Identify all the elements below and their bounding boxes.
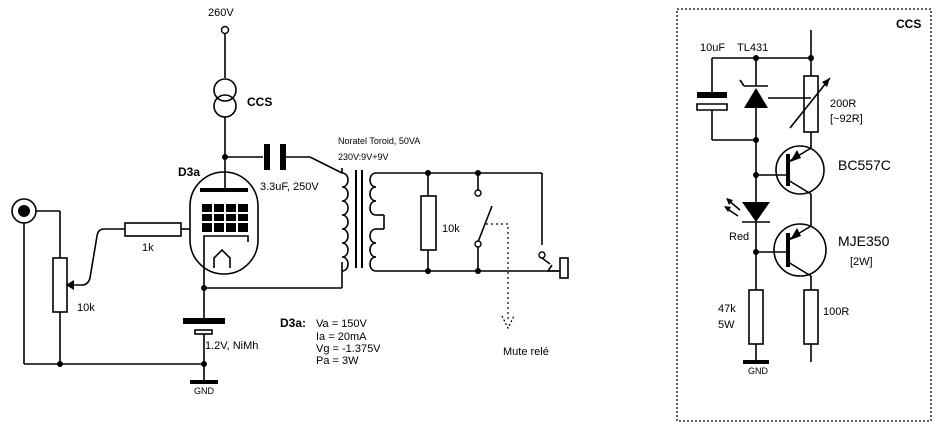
sense-resistor-label: 100R xyxy=(823,306,849,318)
supply-terminal xyxy=(220,25,230,78)
trafo-name: Noratel Toroid, 50VA xyxy=(338,136,420,146)
ground-symbol: GND xyxy=(190,380,218,396)
mute-relay-label: Mute relé xyxy=(503,346,549,358)
ccs-ref-label: TL431 xyxy=(737,42,768,54)
output-transformer xyxy=(341,168,385,272)
wiper-arrow xyxy=(66,280,74,290)
ccs-sense-resistor xyxy=(803,289,819,345)
ccs-trim-resistor[interactable] xyxy=(789,58,831,148)
ccs-box-title: CCS xyxy=(896,17,921,31)
q1-label: BC557C xyxy=(838,157,891,173)
pot-label: 10k xyxy=(77,302,95,314)
bias-battery xyxy=(183,288,225,380)
op-title: D3a: xyxy=(280,316,306,330)
grid-resistor xyxy=(124,222,182,237)
op-vg: Vg = -1.375V xyxy=(316,343,381,355)
ccs-trim-label: 200R xyxy=(830,98,856,110)
ccs-bias-resistor xyxy=(748,289,764,345)
led-red xyxy=(724,175,770,290)
load-resistor xyxy=(420,195,437,251)
op-pa: Pa = 3W xyxy=(316,355,359,367)
ccs-capacitor xyxy=(696,58,756,141)
gnd-label: GND xyxy=(194,386,215,396)
battery-label: 1.2V, NiMh xyxy=(205,340,258,352)
trafo-spec: 230V:9V+9V xyxy=(338,152,388,162)
op-ia: Ia = 20mA xyxy=(316,331,367,343)
bias-resistor-value: 47k xyxy=(718,303,736,315)
ccs-gnd-label: GND xyxy=(748,366,769,376)
ccs-detail-box xyxy=(676,8,932,422)
ccs-cap-label: 10uF xyxy=(700,42,725,54)
input-jack[interactable] xyxy=(11,198,37,224)
potentiometer[interactable] xyxy=(52,257,68,313)
ccs-label: CCS xyxy=(247,95,272,109)
coupling-capacitor xyxy=(264,144,343,174)
transistor-bc557c xyxy=(756,145,825,218)
load-resistor-label: 10k xyxy=(442,223,460,235)
ccs-symbol xyxy=(213,78,237,157)
tube-label: D3a xyxy=(178,165,200,179)
led-label: Red xyxy=(729,231,749,243)
supply-voltage-label: 260V xyxy=(208,7,234,19)
op-va: Va = 150V xyxy=(316,318,368,330)
ccs-trim-value: [~92R] xyxy=(830,113,863,125)
capacitor-label: 3.3uF, 250V xyxy=(260,181,319,193)
ccs-ground-symbol: GND xyxy=(743,360,769,376)
output-jack[interactable] xyxy=(538,251,569,279)
q2-label: MJE350 xyxy=(838,233,890,249)
grid-resistor-label: 1k xyxy=(142,242,154,254)
transistor-mje350 xyxy=(756,218,827,290)
bias-resistor-power: 5W xyxy=(718,319,735,331)
q2-power: [2W] xyxy=(850,256,873,268)
tube-d3a xyxy=(189,171,259,275)
mute-relay-switch[interactable] xyxy=(474,173,493,271)
